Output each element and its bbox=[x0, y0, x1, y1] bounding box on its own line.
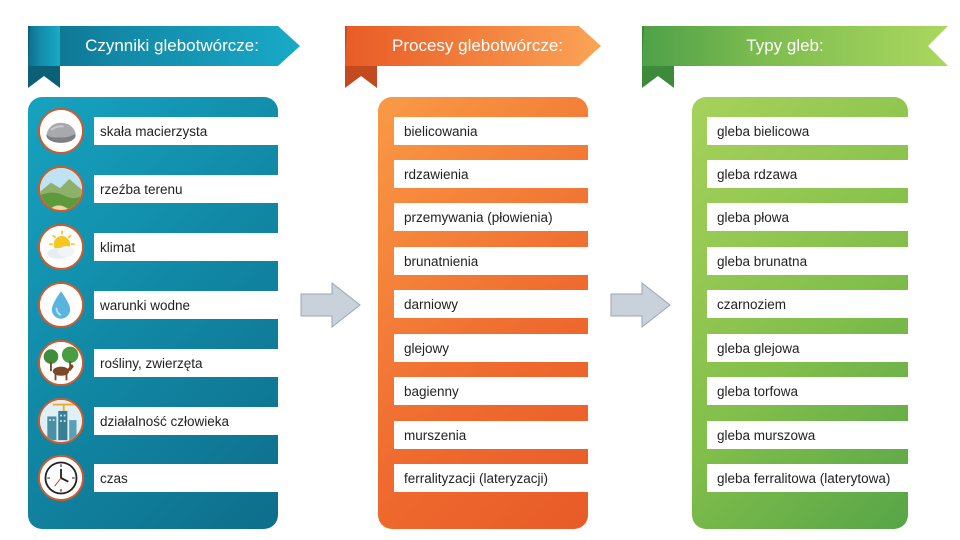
list-item: gleba bielicowa bbox=[707, 117, 908, 145]
soil-type-label: gleba ferralitowa (laterytowa) bbox=[717, 470, 891, 486]
soil-type-label: gleba torfowa bbox=[717, 383, 799, 399]
rock-icon bbox=[38, 108, 84, 154]
soil-type-label: gleba glejowa bbox=[717, 340, 800, 356]
process-label: rdzawienia bbox=[404, 166, 469, 182]
process-label: przemywania (płowienia) bbox=[404, 209, 553, 225]
list-item: gleba glejowa bbox=[707, 334, 908, 362]
list-item: klimat bbox=[94, 233, 278, 261]
soil-type-label: gleba płowa bbox=[717, 209, 790, 225]
process-label: bagienny bbox=[404, 383, 459, 399]
process-label: darniowy bbox=[404, 296, 459, 312]
list-item: glejowy bbox=[394, 334, 588, 362]
list-item: przemywania (płowienia) bbox=[394, 203, 588, 231]
list-item: działalność człowieka bbox=[94, 407, 278, 435]
list-item: ferralityzacji (lateryzacji) bbox=[394, 464, 588, 492]
list-item: murszenia bbox=[394, 421, 588, 449]
list-item: rzeźba terenu bbox=[94, 175, 278, 203]
list-item: rdzawienia bbox=[394, 160, 588, 188]
list-item: warunki wodne bbox=[94, 291, 278, 319]
water-drop-icon bbox=[38, 282, 84, 328]
factor-label: rzeźba terenu bbox=[100, 181, 183, 197]
landscape-icon bbox=[38, 166, 84, 212]
factor-label: skała macierzysta bbox=[100, 123, 208, 139]
buildings-crane-icon bbox=[38, 398, 84, 444]
processes-title: Procesy glebotwórcze: bbox=[391, 36, 564, 55]
soil-type-label: gleba brunatna bbox=[717, 253, 808, 269]
soil-types-title: Typy gleb: bbox=[746, 36, 824, 55]
list-item: gleba rdzawa bbox=[707, 160, 908, 188]
list-item: gleba płowa bbox=[707, 203, 908, 231]
trees-horse-icon bbox=[38, 340, 84, 386]
factors-title: Czynniki glebotwórcze: bbox=[85, 36, 259, 55]
process-label: bielicowania bbox=[404, 123, 478, 139]
soil-types-banner bbox=[642, 26, 948, 88]
list-item: darniowy bbox=[394, 290, 588, 318]
list-item: gleba brunatna bbox=[707, 247, 908, 275]
list-item: bagienny bbox=[394, 377, 588, 405]
list-item: czarnoziem bbox=[707, 290, 908, 318]
factor-label: działalność człowieka bbox=[100, 413, 230, 429]
soil-type-label: gleba murszowa bbox=[717, 427, 816, 443]
list-item: bielicowania bbox=[394, 117, 588, 145]
list-item: brunatnienia bbox=[394, 247, 588, 275]
factor-label: czas bbox=[100, 470, 128, 486]
list-item: rośliny, zwierzęta bbox=[94, 349, 278, 377]
clock-icon bbox=[38, 455, 84, 501]
factor-label: klimat bbox=[100, 239, 136, 255]
flow-arrow-icon bbox=[300, 282, 361, 328]
factors-banner bbox=[28, 26, 300, 88]
processes-banner bbox=[345, 26, 601, 88]
process-label: glejowy bbox=[404, 340, 450, 356]
soil-type-label: gleba rdzawa bbox=[717, 166, 798, 182]
list-item: gleba murszowa bbox=[707, 421, 908, 449]
list-item: gleba ferralitowa (laterytowa) bbox=[707, 464, 908, 492]
process-label: ferralityzacji (lateryzacji) bbox=[404, 470, 549, 486]
process-label: brunatnienia bbox=[404, 253, 479, 269]
factor-label: warunki wodne bbox=[100, 297, 191, 313]
soil-type-label: czarnoziem bbox=[717, 296, 787, 312]
flow-arrow-icon bbox=[610, 282, 671, 328]
factor-label: rośliny, zwierzęta bbox=[100, 355, 203, 371]
list-item: skała macierzysta bbox=[94, 117, 278, 145]
list-item: gleba torfowa bbox=[707, 377, 908, 405]
list-item: czas bbox=[94, 464, 278, 492]
soil-type-label: gleba bielicowa bbox=[717, 123, 810, 139]
sun-cloud-icon bbox=[38, 224, 84, 270]
process-label: murszenia bbox=[404, 427, 467, 443]
